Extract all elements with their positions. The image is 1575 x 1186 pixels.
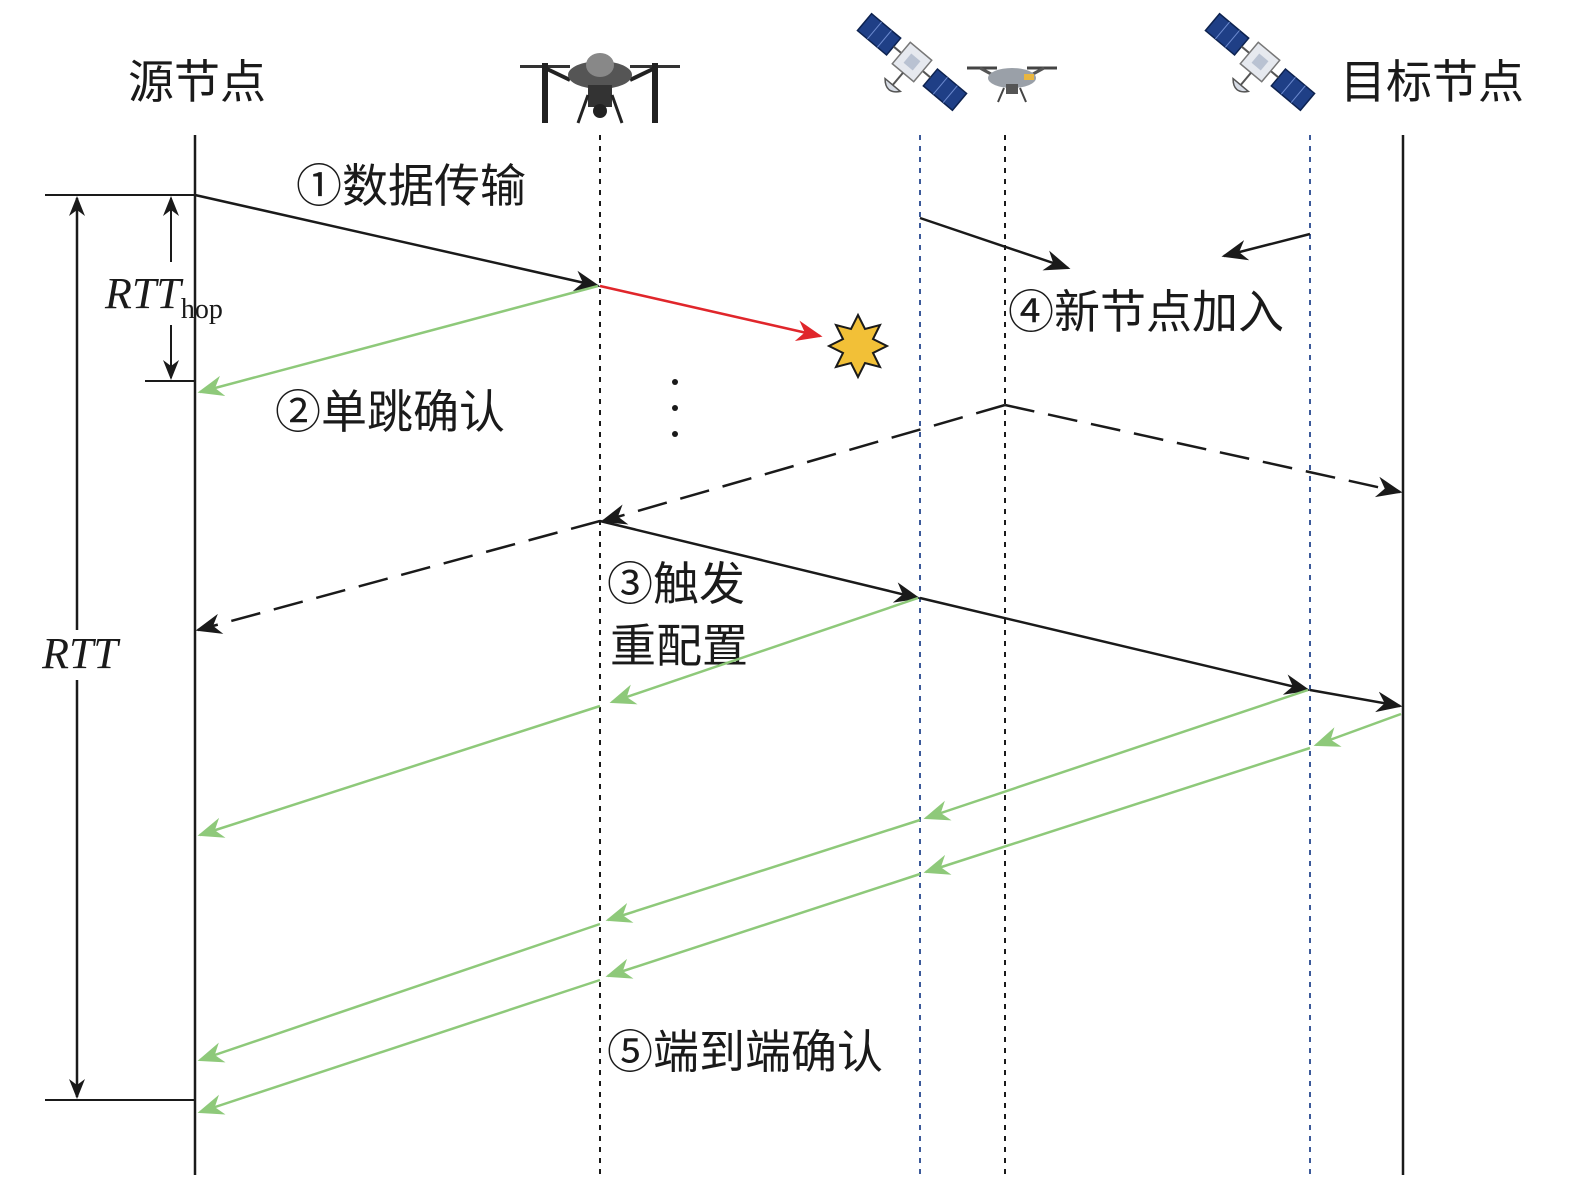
target-node-label: 目标节点 bbox=[1340, 55, 1524, 109]
ack-arrow bbox=[1313, 712, 1402, 747]
reconfig-dashed-to-target bbox=[1004, 403, 1403, 498]
satellite-icon bbox=[856, 12, 968, 112]
data-arrow-satellite2-to-target bbox=[1309, 688, 1403, 713]
single-hop-ack-arrow bbox=[197, 284, 599, 397]
ack-arrow bbox=[605, 872, 921, 979]
data-arrow-drone-to-satellite1 bbox=[599, 519, 921, 603]
failure-arrow bbox=[599, 284, 823, 341]
ack-arrow bbox=[197, 704, 601, 838]
ack-arrow bbox=[923, 746, 1311, 875]
step4-label: ④新节点加入 bbox=[1008, 285, 1284, 339]
step1-label: ①数据传输 bbox=[296, 159, 526, 213]
ack-arrow bbox=[605, 818, 921, 923]
ellipsis-dot bbox=[672, 431, 678, 437]
reconfig-dashed-to-source bbox=[195, 519, 601, 634]
data-arrow-satellite1-to-satellite2 bbox=[919, 596, 1311, 695]
rtt-label: RTT bbox=[41, 629, 121, 678]
satellite-icon bbox=[1204, 12, 1316, 112]
small-drone-icon bbox=[967, 66, 1057, 103]
ack-arrow bbox=[197, 978, 601, 1115]
step5-label: ⑤端到端确认 bbox=[607, 1025, 883, 1079]
ack-arrow bbox=[197, 922, 601, 1063]
ack-arrow bbox=[609, 596, 919, 705]
join-arrow-from-satellite2 bbox=[1221, 232, 1311, 261]
step3-label-line1: ③触发 bbox=[607, 557, 745, 611]
step3-label-line2: 重配置 bbox=[610, 619, 748, 673]
ellipsis-dot bbox=[672, 405, 678, 411]
failure-star-icon bbox=[826, 312, 890, 380]
drone-icon bbox=[520, 53, 680, 124]
step2-label: ②单跳确认 bbox=[275, 385, 505, 439]
data-arrow-source-to-drone bbox=[194, 193, 601, 291]
rtt-hop-label: RTThop bbox=[104, 269, 223, 325]
ack-arrow bbox=[923, 688, 1309, 821]
reconfig-dashed-to-drone bbox=[600, 403, 1006, 525]
join-arrow-from-satellite1 bbox=[919, 216, 1071, 271]
ellipsis-dot bbox=[672, 379, 678, 385]
source-node-label: 源节点 bbox=[128, 55, 266, 109]
